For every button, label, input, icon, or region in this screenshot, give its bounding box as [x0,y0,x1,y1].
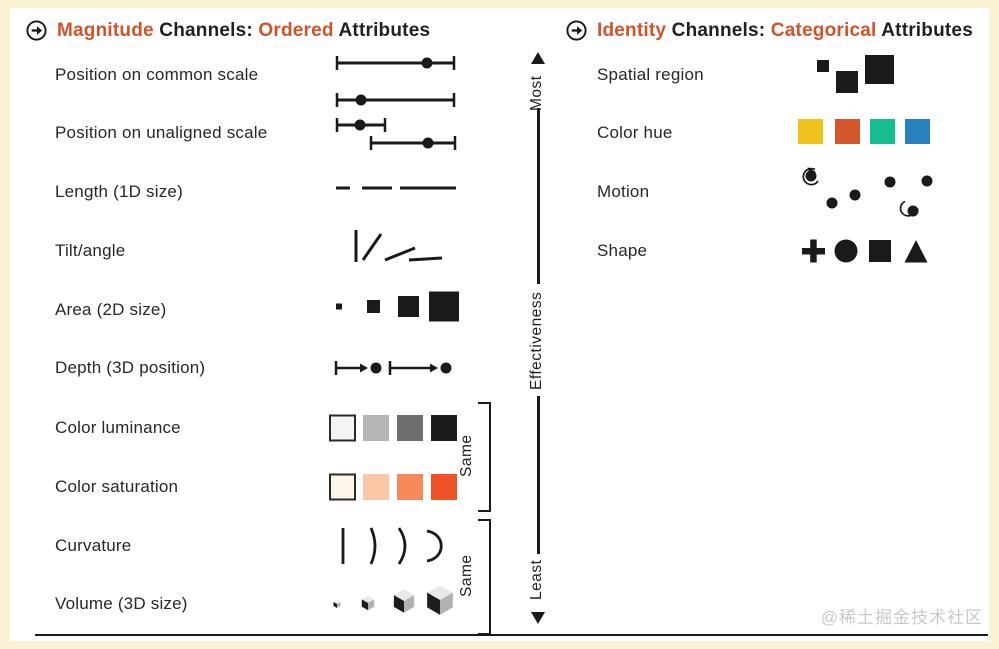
watermark: @稀土掘金技术社区 [820,608,983,627]
most-arrow-icon [531,52,545,64]
row-label-length: Length (1D size) [55,182,183,201]
tilted-lines-glyph [354,230,443,262]
row-label-motion: Motion [597,182,650,201]
axis-title: Effectiveness [528,291,545,391]
header-word: Magnitude [57,19,154,41]
axis-line-upper [537,108,540,284]
least-arrow-icon [531,612,545,624]
hue-swatches-glyph [798,119,930,144]
arrow-circle-icon [26,20,47,41]
row-label-position-common: Position on common scale [55,65,259,84]
header-word: Attributes [876,19,973,41]
identity-header-title: Identity Channels: Categorical Attribute… [597,20,973,42]
same-label-color: Same [458,434,475,477]
same-bracket-color [478,402,491,512]
shape-set-glyph [802,239,928,263]
growing-squares-glyph [336,291,459,322]
row-label-spatial-region: Spatial region [597,65,704,84]
scattered-squares-glyph [817,55,894,93]
length-dashes-glyph [336,186,456,190]
moving-dots-glyph [802,167,933,217]
magnitude-header-title: Magnitude Channels: Ordered Attributes [57,20,430,42]
row-label-curvature: Curvature [55,536,132,555]
curved-arcs-glyph [341,527,443,565]
position-common-scale-glyph [335,56,456,107]
row-label-area: Area (2D size) [55,300,167,319]
axis-least-label: Least [528,559,545,601]
saturation-ramp-glyph [329,473,457,501]
row-label-tilt: Tilt/angle [55,241,126,260]
header-word: Channels: [153,19,259,41]
depth-arrows-glyph [334,361,452,375]
identity-header: Identity Channels: Categorical Attribute… [565,19,973,42]
row-label-luminance: Color luminance [55,418,181,437]
figure-panel [10,8,989,641]
same-label-shape: Same [458,554,475,598]
header-word: Identity [597,19,667,41]
position-unaligned-scale-glyph [335,118,457,150]
same-bracket-shape [478,519,491,635]
row-label-color-hue: Color hue [597,123,673,142]
row-label-depth: Depth (3D position) [55,358,206,377]
header-word: Attributes [333,19,431,41]
row-label-position-unaligned: Position on unaligned scale [55,123,268,142]
row-label-shape: Shape [597,241,648,260]
axis-line-lower [537,396,540,554]
arrow-circle-icon [566,20,587,41]
header-word: Ordered [258,19,334,41]
magnitude-header: Magnitude Channels: Ordered Attributes [25,19,430,42]
figure-bottom-rule [35,634,988,636]
header-word: Categorical [770,19,877,41]
row-label-saturation: Color saturation [55,477,179,496]
growing-cubes-glyph [333,585,453,615]
header-word: Channels: [666,19,771,41]
row-label-volume: Volume (3D size) [55,594,188,613]
luminance-ramp-glyph [329,414,457,442]
